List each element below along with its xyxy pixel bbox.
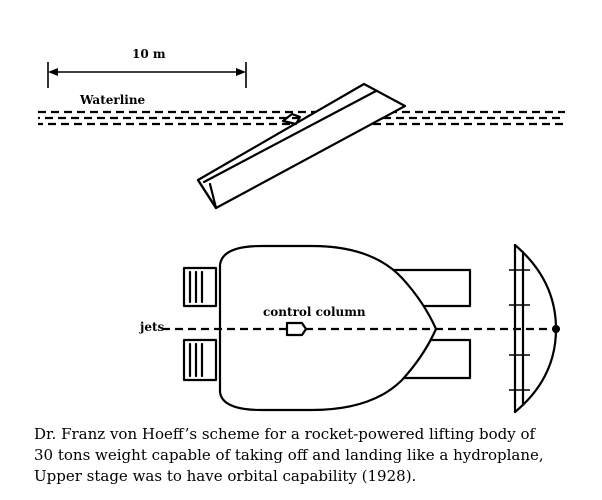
caption-line-3: Upper stage was to have orbital capabili… (34, 467, 417, 485)
caption-line-1: Dr. Franz von Hoeff’s scheme for a rocke… (34, 425, 536, 443)
control-column: control column (263, 305, 366, 337)
waterline-label: Waterline (79, 93, 146, 107)
scale-bar: 10 m (47, 47, 247, 88)
side-view-hull (196, 82, 407, 210)
jets-rear (182, 266, 218, 382)
jets-label: jets (139, 320, 165, 334)
control-column-label: control column (263, 305, 366, 319)
figure-caption: Dr. Franz von Hoeff’s scheme for a rocke… (34, 424, 594, 487)
scale-label: 10 m (132, 47, 166, 61)
front-view (509, 243, 560, 414)
caption-line-2: 30 tons weight capable of taking off and… (34, 446, 544, 464)
